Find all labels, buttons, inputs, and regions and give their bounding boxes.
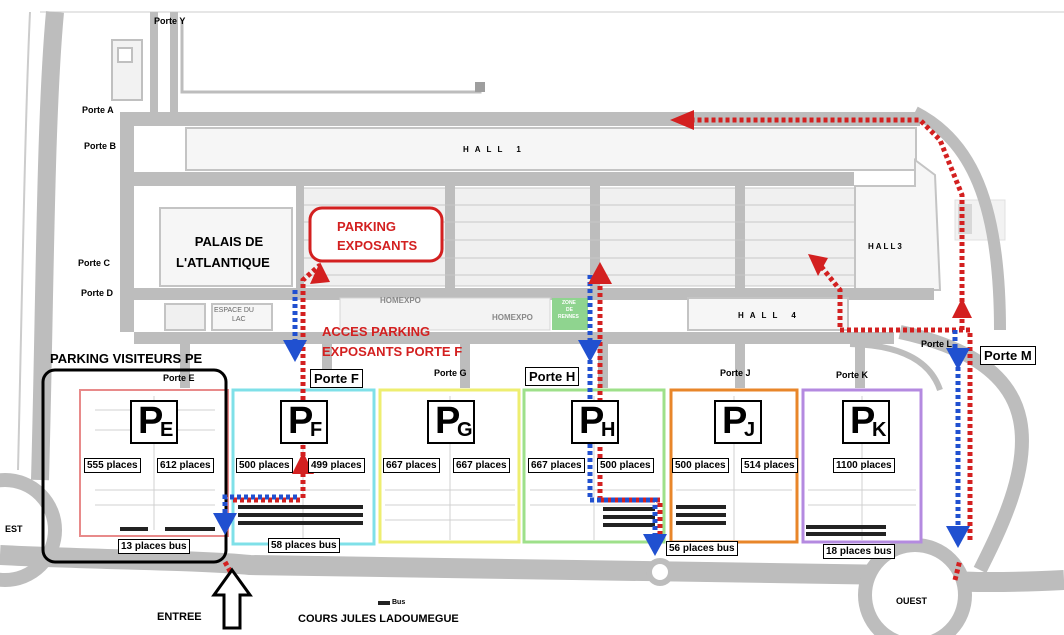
gate-label-g: Porte G xyxy=(434,368,467,378)
bus-places-e: 13 places bus xyxy=(118,539,190,554)
direction-est: EST xyxy=(5,524,23,534)
zone-label-line1: ZONE xyxy=(562,300,576,306)
palais-label-line1: PALAIS DE xyxy=(194,234,264,249)
places-j-1: 500 places xyxy=(672,458,729,473)
gate-label-l: Porte L xyxy=(921,339,953,349)
gate-label-f: Porte F xyxy=(310,369,363,388)
homexpo-label-2: HOMEXPO xyxy=(492,313,533,322)
espace-label-line2: LAC xyxy=(232,316,246,323)
bus-legend-label: Bus xyxy=(392,599,406,606)
gate-label-c: Porte C xyxy=(78,258,111,268)
places-f-1: 500 places xyxy=(236,458,293,473)
places-e-2: 612 places xyxy=(157,458,214,473)
parking-exposants-line1: PARKING xyxy=(337,219,396,234)
zone-label-line2: DE xyxy=(566,307,573,313)
palais-label-line2: L'ATLANTIQUE xyxy=(176,255,270,270)
places-f-2: 499 places xyxy=(308,458,365,473)
places-h-1: 667 places xyxy=(528,458,585,473)
parking-visiteurs-label: PARKING VISITEURS PE xyxy=(50,351,203,366)
bus-places-k: 18 places bus xyxy=(823,544,895,559)
entree-label: ENTREE xyxy=(157,611,202,623)
gate-label-a: Porte A xyxy=(82,105,114,115)
road-name-label: COURS JULES LADOUMEGUE xyxy=(298,613,459,625)
places-g-1: 667 places xyxy=(383,458,440,473)
parking-exposants-line2: EXPOSANTS xyxy=(337,238,418,253)
places-g-2: 667 places xyxy=(453,458,510,473)
hall-3-label: HALL3 xyxy=(868,242,904,251)
direction-ouest: OUEST xyxy=(896,596,928,606)
gate-label-y: Porte Y xyxy=(154,16,186,26)
homexpo-label-1: HOMEXPO xyxy=(380,296,421,305)
bus-places-j: 56 places bus xyxy=(666,541,738,556)
gate-label-d: Porte D xyxy=(81,288,114,298)
gate-label-k: Porte K xyxy=(836,370,869,380)
places-h-2: 500 places xyxy=(597,458,654,473)
gate-label-m: Porte M xyxy=(980,346,1036,365)
places-k-1: 1100 places xyxy=(833,458,895,473)
gate-label-h: Porte H xyxy=(525,367,580,386)
places-e-1: 555 places xyxy=(84,458,141,473)
gate-label-j: Porte J xyxy=(720,368,751,378)
hall-1-label: HALL 1 xyxy=(463,145,527,154)
zone-label-line3: RENNES xyxy=(558,314,579,320)
gate-label-e: Porte E xyxy=(163,373,195,383)
espace-label-line1: ESPACE DU xyxy=(214,307,254,314)
acces-parking-line2: EXPOSANTS PORTE F xyxy=(322,344,463,359)
places-j-2: 514 places xyxy=(741,458,798,473)
gate-label-b: Porte B xyxy=(84,141,117,151)
acces-parking-line1: ACCES PARKING xyxy=(322,324,431,339)
hall-4-label: HALL 4 xyxy=(738,311,802,320)
bus-places-f: 58 places bus xyxy=(268,538,340,553)
